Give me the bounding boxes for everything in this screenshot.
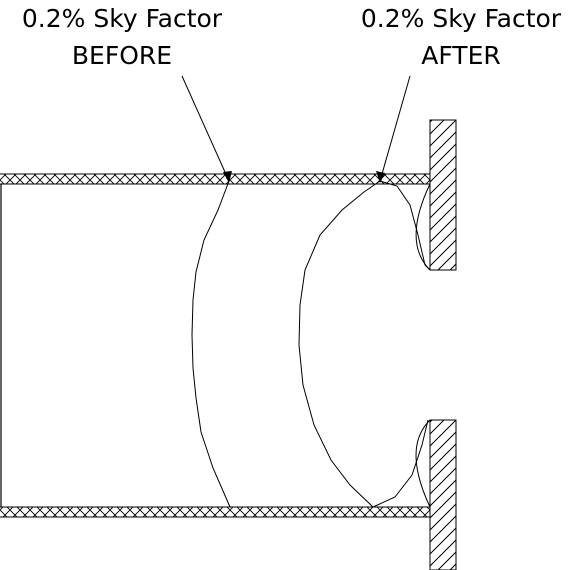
- opening-jamb-lower: [415, 419, 431, 508]
- leader-line-after: [379, 75, 411, 182]
- label-after-line1: 0.2% Sky Factor: [361, 4, 562, 33]
- label-before-line2: BEFORE: [72, 41, 172, 70]
- leader-line-before: [181, 75, 230, 182]
- bottom-wall: [0, 506, 431, 518]
- sky-factor-contour-before: [191, 180, 231, 508]
- label-after-line2: AFTER: [421, 41, 500, 70]
- sky-factor-contour-after: [298, 180, 429, 508]
- top-wall: [0, 173, 431, 185]
- right-wall-upper: [429, 119, 457, 271]
- sky-factor-contour-after-upper-tail: [379, 180, 431, 271]
- label-before-line1: 0.2% Sky Factor: [22, 4, 223, 33]
- right-wall-lower: [429, 419, 457, 570]
